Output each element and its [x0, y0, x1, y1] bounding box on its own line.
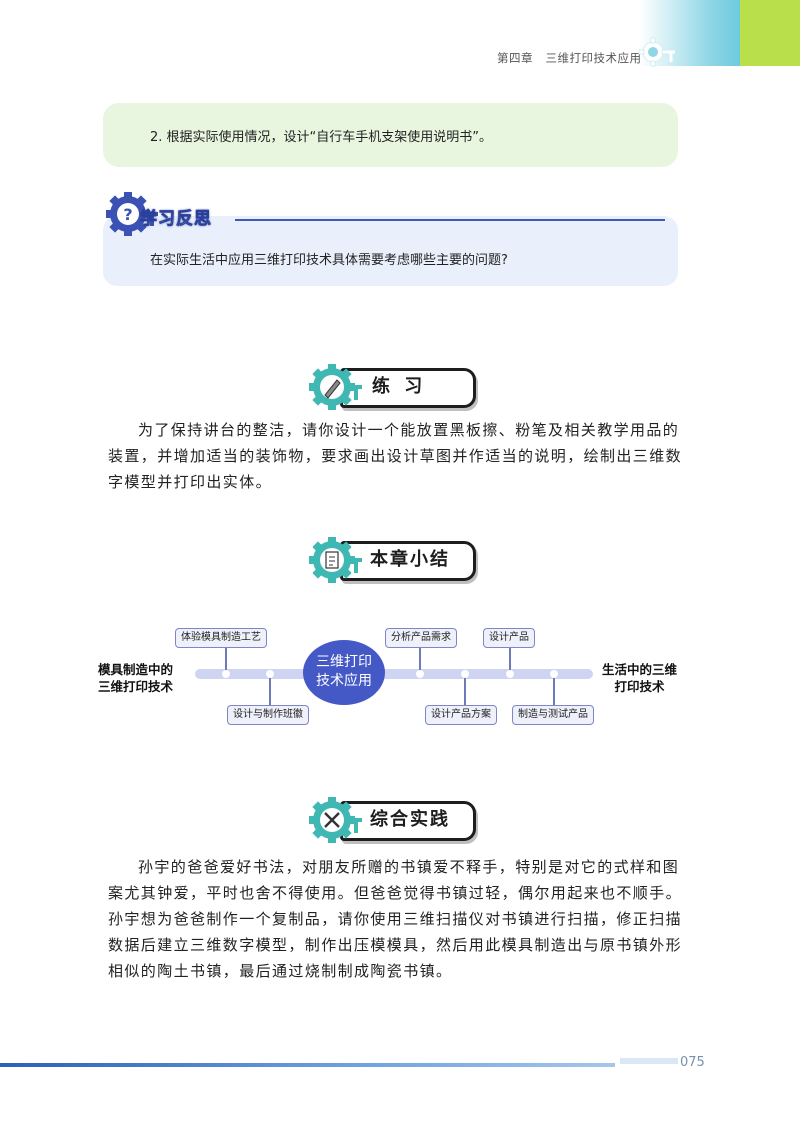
timeline-dot [506, 670, 514, 678]
task-text: 2. 根据实际使用情况，设计“自行车手机支架使用说明书”。 [150, 130, 493, 145]
connector [419, 645, 421, 673]
summary-banner: 本章小结 [306, 537, 478, 583]
reflection-question: 在实际生活中应用三维打印技术具体需要考虑哪些主要的问题? [150, 253, 508, 268]
exercise-banner: 练 习 [306, 364, 478, 410]
summary-node: 设计产品 [483, 628, 535, 648]
summary-right-label: 生活中的三维 打印技术 [602, 661, 677, 695]
exercise-text: 为了保持讲台的整洁，请你设计一个能放置黑板擦、粉笔及相关教学用品的装置，并增加适… [108, 421, 683, 491]
summary-node: 设计与制作班徽 [227, 705, 309, 725]
pencil-gear-icon [309, 364, 362, 410]
summary-node: 体验模具制造工艺 [175, 628, 267, 648]
timeline-dot [266, 670, 274, 678]
connector [464, 673, 466, 706]
running-header: 第四章 三维打印技术应用 [497, 50, 641, 66]
exercise-title: 练 习 [372, 376, 427, 397]
question-gear-icon: ? [106, 192, 158, 236]
footer-rule [0, 1063, 615, 1067]
hub-line: 技术应用 [316, 673, 372, 689]
label-line: 模具制造中的 [98, 662, 174, 677]
chapter-title: 三维打印技术应用 [545, 51, 642, 65]
header-decoration-block [740, 0, 800, 66]
label-line: 生活中的三维 [602, 662, 678, 677]
label-line: 打印技术 [614, 679, 665, 694]
connector [225, 645, 227, 673]
summary-title: 本章小结 [370, 549, 450, 570]
practice-banner: 综合实践 [306, 797, 478, 843]
label-line: 三维打印技术 [98, 679, 174, 694]
timeline-dot [461, 670, 469, 678]
timeline-dot [416, 670, 424, 678]
page-number: 075 [680, 1055, 705, 1070]
tools-gear-icon [309, 797, 362, 843]
reflection-title-underline [235, 219, 665, 221]
notebook-gear-icon [309, 537, 362, 583]
practice-text: 孙宇的爸爸爱好书法，对朋友所赠的书镇爱不释手，特别是对它的式样和图案尤其钟爱，平… [108, 858, 683, 980]
summary-left-label: 模具制造中的 三维打印技术 [98, 661, 173, 695]
connector [553, 673, 555, 706]
timeline-dot [550, 670, 558, 678]
reflection-box [103, 216, 678, 286]
connector [269, 673, 271, 706]
footer-rule-light [620, 1058, 678, 1064]
summary-node: 制造与测试产品 [512, 705, 594, 725]
summary-timeline-axis [195, 669, 593, 679]
timeline-dot [222, 670, 230, 678]
hub-line: 三维打印 [316, 654, 372, 670]
summary-node: 分析产品需求 [385, 628, 457, 648]
summary-node: 设计产品方案 [425, 705, 497, 725]
chapter-number: 第四章 [497, 51, 533, 65]
practice-title: 综合实践 [370, 809, 450, 830]
header-gear-icon [638, 37, 675, 67]
task-box [103, 103, 678, 167]
reflection-title: 学习反思 [140, 209, 212, 230]
summary-center-hub: 三维打印 技术应用 [303, 640, 385, 705]
connector [509, 645, 511, 673]
svg-text:?: ? [123, 205, 132, 224]
